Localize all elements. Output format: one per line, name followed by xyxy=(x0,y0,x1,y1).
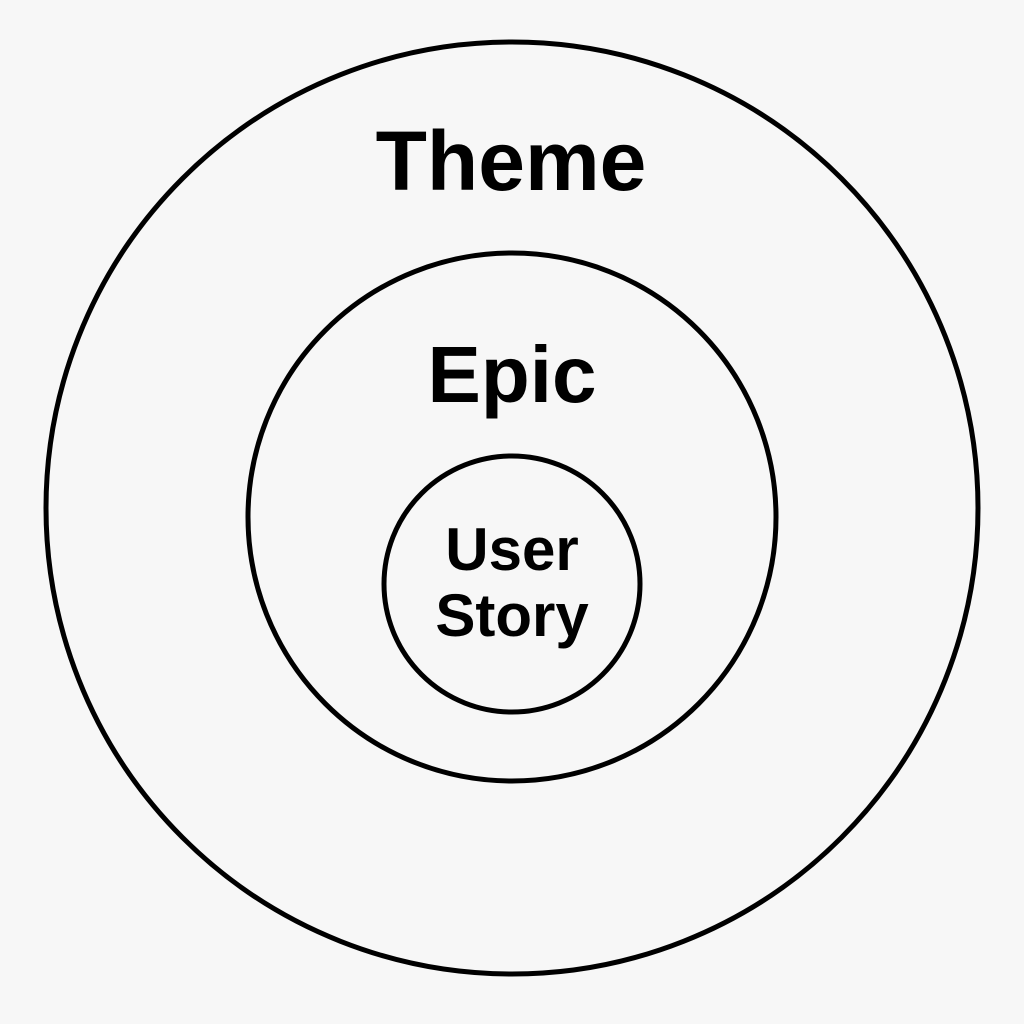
user-story-label-line-2: Story xyxy=(435,582,589,649)
theme-label: Theme xyxy=(376,114,647,208)
theme-circle xyxy=(43,39,981,977)
user-story-label-line-1: User xyxy=(445,516,578,583)
user-story-circle xyxy=(381,453,643,715)
epic-label: Epic xyxy=(428,330,597,419)
epic-circle xyxy=(245,250,779,784)
